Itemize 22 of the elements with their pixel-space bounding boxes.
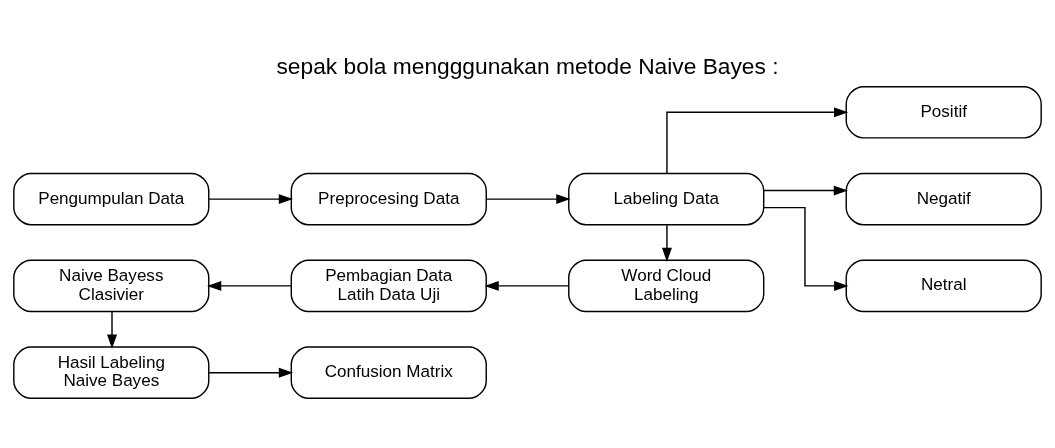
arrow (763, 185, 848, 196)
arrow (208, 367, 294, 378)
arrow (484, 280, 570, 291)
node-box: Pengumpulan Data (13, 172, 210, 226)
arrow (207, 280, 292, 291)
node-box: Labeling Data (568, 172, 765, 226)
arrow (661, 224, 672, 262)
arrow (485, 194, 571, 205)
node-box: Naive Bayess Clasivier (13, 259, 210, 313)
node-box: Preprocesing Data (290, 172, 487, 226)
node-box: Negatif (845, 172, 1042, 226)
diagram-title: sepak bola mengggunakan metode Naive Bayes : (276, 52, 779, 79)
node-box: Netral (845, 259, 1042, 313)
arrow (763, 206, 849, 291)
arrow (107, 311, 117, 349)
node-box: Confusion Matrix (290, 346, 487, 399)
arrow (666, 107, 849, 174)
arrow (208, 194, 294, 205)
node-box: Pembagian Data Latih Data Uji (290, 259, 487, 313)
node-box: Hasil Labeling Naive Bayes (13, 346, 210, 399)
node-box: Positif (845, 86, 1042, 139)
node-box: Word Cloud Labeling (568, 259, 765, 313)
